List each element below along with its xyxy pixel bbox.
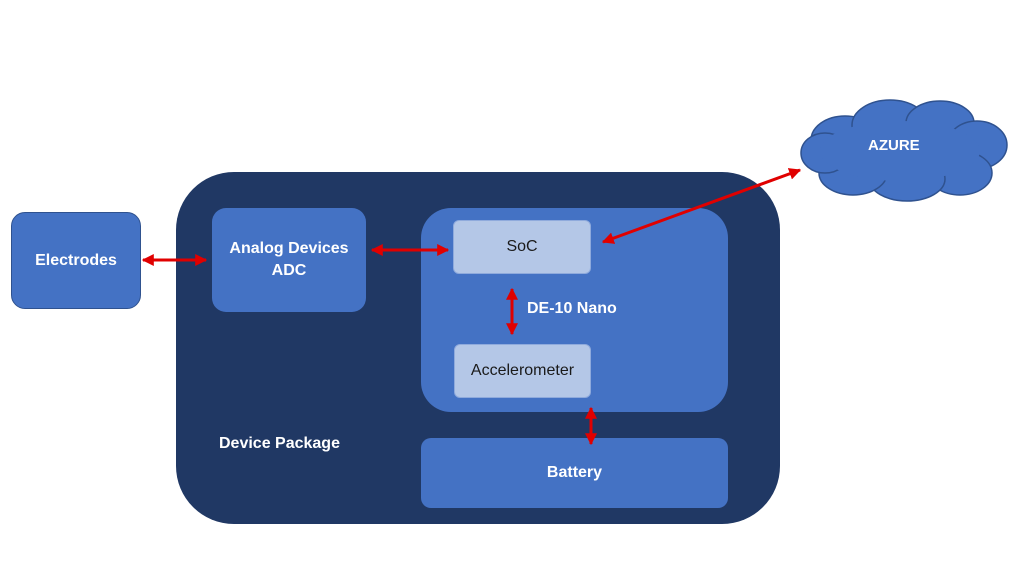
de10-nano-label: DE-10 Nano	[527, 300, 617, 317]
electrodes-label: Electrodes	[35, 251, 117, 269]
accelerometer-block: Accelerometer	[454, 344, 591, 398]
azure-label: AZURE	[868, 137, 920, 154]
device-package-label: Device Package	[219, 435, 340, 452]
adc-label-line2: ADC	[271, 262, 307, 279]
soc-label: SoC	[506, 238, 538, 255]
adc-label-line1: Analog Devices	[229, 240, 349, 257]
battery-label: Battery	[546, 464, 603, 481]
soc-block: SoC	[453, 220, 591, 274]
azure-cloud-shape	[800, 99, 1008, 202]
accelerometer-label: Accelerometer	[470, 362, 575, 379]
electrodes-block: Electrodes	[11, 212, 141, 309]
adc-block: Analog Devices ADC	[212, 208, 366, 312]
battery-block: Battery	[421, 438, 728, 508]
